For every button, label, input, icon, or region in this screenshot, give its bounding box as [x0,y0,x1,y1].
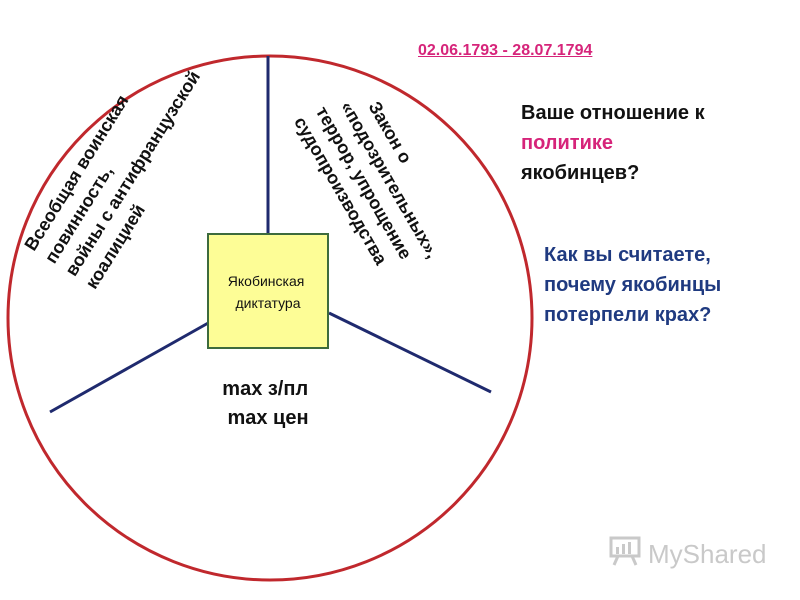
outer-circle [6,54,534,582]
bottom-segment-line1: max з/пл [222,378,308,400]
date-range: 02.06.1793 - 28.07.1794 [418,42,593,59]
question-attitude: Ваше отношение к политике якобинцев? [521,98,781,188]
divider-left [49,320,211,414]
divider-right [328,311,492,394]
question-attitude-line3: якобинцев? [521,162,640,184]
svg-text:Якобинская диктатура: Якобинская диктатура [228,273,308,311]
center-label-line1: Якобинская [228,273,305,289]
center-label-line2: диктатура [236,295,301,311]
bottom-segment-line2: max цен [227,407,308,429]
question-collapse-line3: потерпели крах? [544,304,712,326]
question-attitude-highlight: политике [521,132,614,154]
question-attitude-line1: Ваше отношение к [521,102,705,124]
svg-text:Всеобщая воинская повиннос: Всеобщая воинская повинность, войны с ан… [20,38,227,293]
question-collapse-line1: Как вы считаете, [544,244,711,266]
watermark: MyShared [608,535,767,574]
svg-text:max з/пл max цен: max з/пл max цен [222,378,313,429]
watermark-text: MyShared [648,539,767,569]
question-collapse-line2: почему якобинцы [544,274,722,296]
center-box [207,233,329,349]
presentation-board-icon [608,535,642,574]
question-collapse: Как вы считаете, почему якобинцы потерпе… [544,240,794,330]
